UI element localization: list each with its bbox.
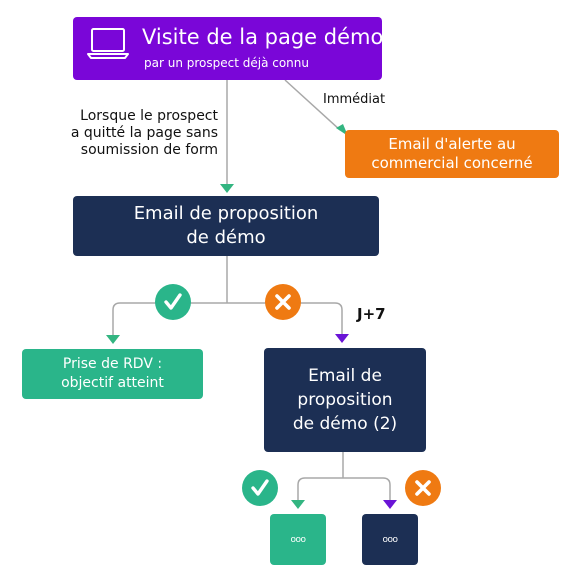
check-badge-1 — [155, 284, 191, 320]
alert-email-line-1: Email d'alerte au — [388, 135, 516, 153]
demo-email-box: Email de proposition de démo — [73, 196, 379, 256]
delay-label: J+7 — [357, 305, 386, 323]
connector-visit-to-alert — [284, 79, 341, 131]
arrowhead-rdv — [106, 335, 120, 344]
cross-badge-2 — [405, 470, 441, 506]
arrowhead-next-yes — [291, 500, 305, 509]
demo-email-2-box: Email de proposition de démo (2) — [264, 348, 426, 452]
demo-email-2-line-2: proposition — [297, 390, 393, 410]
connector-branch-split — [112, 302, 343, 338]
visit-demo-page-box: Visite de la page démo par un prospect d… — [73, 17, 384, 80]
laptop-icon — [87, 26, 129, 62]
demo-email-2-line-1: Email de — [308, 366, 382, 386]
check-icon — [251, 479, 269, 496]
alert-email-box: Email d'alerte au commercial concerné — [345, 130, 559, 178]
condition-line-2: a quitté la page sans — [70, 125, 218, 141]
immediate-label: Immédiat — [323, 92, 386, 107]
next-step-yes-label: ooo — [290, 534, 306, 545]
next-step-no-label: ooo — [382, 534, 398, 545]
visit-subtitle: par un prospect déjà connu — [144, 56, 309, 70]
condition-line-1: Lorsque le prospect — [80, 108, 218, 124]
demo-email-line-1: Email de proposition — [133, 203, 319, 224]
check-icon — [164, 293, 182, 310]
visit-title: Visite de la page démo — [142, 25, 384, 49]
arrowhead-demo-email — [220, 184, 234, 193]
arrowhead-demo-email-2 — [335, 334, 349, 343]
demo-email-line-2: de démo — [186, 227, 266, 248]
rdv-box: Prise de RDV : objectif atteint — [22, 349, 203, 399]
cross-icon — [415, 480, 431, 496]
demo-email-2-line-3: de démo (2) — [292, 414, 398, 434]
rdv-line-1: Prise de RDV : — [62, 356, 163, 372]
next-step-yes-box: ooo — [270, 514, 326, 565]
rdv-line-2: objectif atteint — [61, 375, 164, 391]
check-badge-2 — [242, 470, 278, 506]
alert-email-line-2: commercial concerné — [371, 154, 533, 172]
cross-icon — [275, 294, 291, 310]
next-step-no-box: ooo — [362, 514, 418, 565]
cross-badge-1 — [265, 284, 301, 320]
condition-label: Lorsque le prospect a quitté la page san… — [44, 108, 218, 159]
connector-branch-split-2 — [297, 477, 391, 502]
arrowhead-next-no — [383, 500, 397, 509]
condition-line-3: soumission de form — [80, 142, 218, 158]
